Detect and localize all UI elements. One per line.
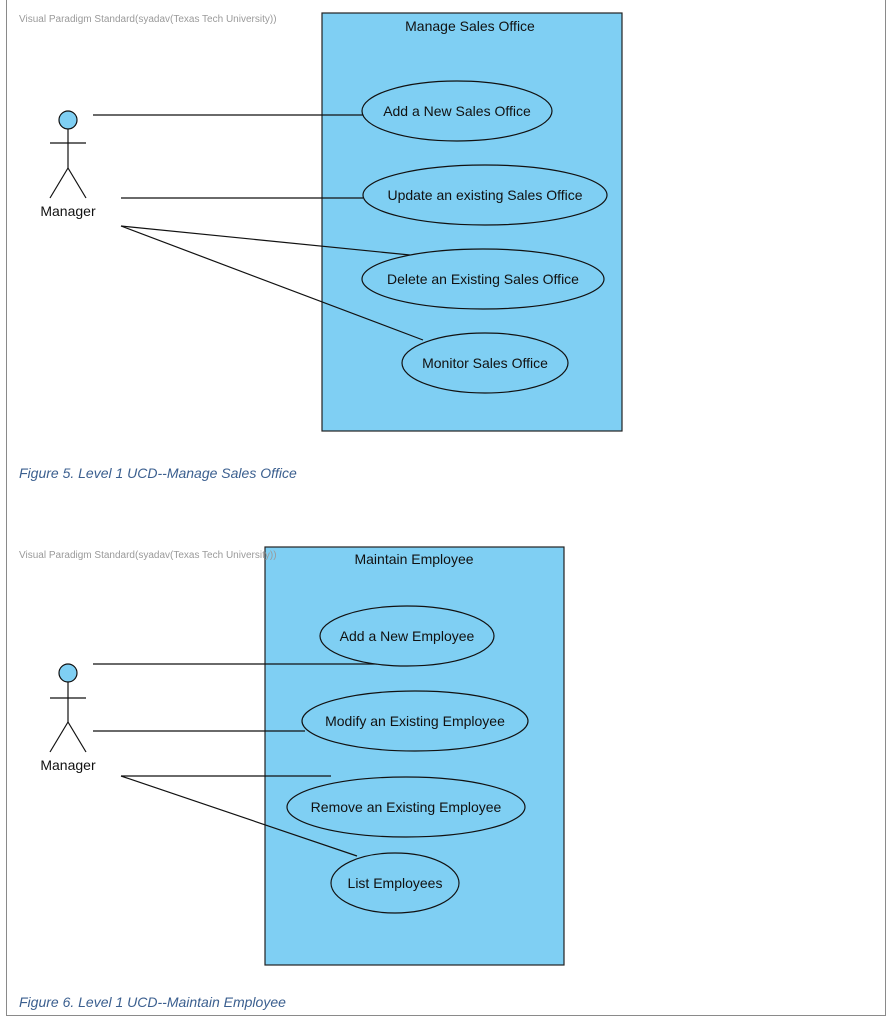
actor-head	[58, 110, 78, 130]
use-case[interactable]	[301, 690, 529, 752]
page-frame	[6, 0, 886, 1016]
actor-head	[58, 663, 78, 683]
use-case-label: Modify an Existing Employee	[325, 713, 505, 729]
watermark: Visual Paradigm Standard(syadav(Texas Te…	[19, 550, 277, 561]
actor-right-leg	[67, 721, 87, 753]
use-case[interactable]	[330, 852, 460, 914]
diagram-maintain-employee: Maintain Employee Manager Add a New Empl…	[40, 546, 565, 966]
use-case[interactable]	[362, 164, 608, 226]
association-line	[120, 775, 358, 857]
actor-manager[interactable]	[49, 110, 87, 199]
use-case[interactable]	[361, 80, 553, 142]
use-case-label: Remove an Existing Employee	[311, 799, 502, 815]
use-case[interactable]	[361, 248, 605, 310]
use-case-label: Update an existing Sales Office	[387, 187, 582, 203]
actor-label: Manager	[40, 203, 96, 219]
association-line	[120, 225, 411, 256]
watermark: Visual Paradigm Standard(syadav(Texas Te…	[19, 14, 277, 25]
actor-right-leg	[67, 167, 87, 199]
use-case-label: Add a New Employee	[340, 628, 475, 644]
use-case-label: Add a New Sales Office	[383, 103, 531, 119]
use-case[interactable]	[286, 776, 526, 838]
use-case-label: List Employees	[348, 875, 443, 891]
use-case[interactable]	[401, 332, 569, 394]
actor-left-leg	[49, 167, 69, 199]
actor-manager[interactable]	[49, 663, 87, 753]
system-title: Manage Sales Office	[405, 18, 535, 34]
system-title: Maintain Employee	[354, 551, 473, 567]
diagram-manage-sales-office: Manage Sales Office Manager Add a New Sa…	[40, 12, 623, 432]
actor-label: Manager	[40, 757, 96, 773]
use-case[interactable]	[319, 605, 495, 667]
use-case-label: Delete an Existing Sales Office	[387, 271, 579, 287]
association-line	[120, 225, 424, 341]
use-case-label: Monitor Sales Office	[422, 355, 548, 371]
figure-caption: Figure 5. Level 1 UCD--Manage Sales Offi…	[19, 465, 297, 481]
figure-caption: Figure 6. Level 1 UCD--Maintain Employee	[19, 994, 286, 1010]
actor-left-leg	[49, 721, 69, 753]
